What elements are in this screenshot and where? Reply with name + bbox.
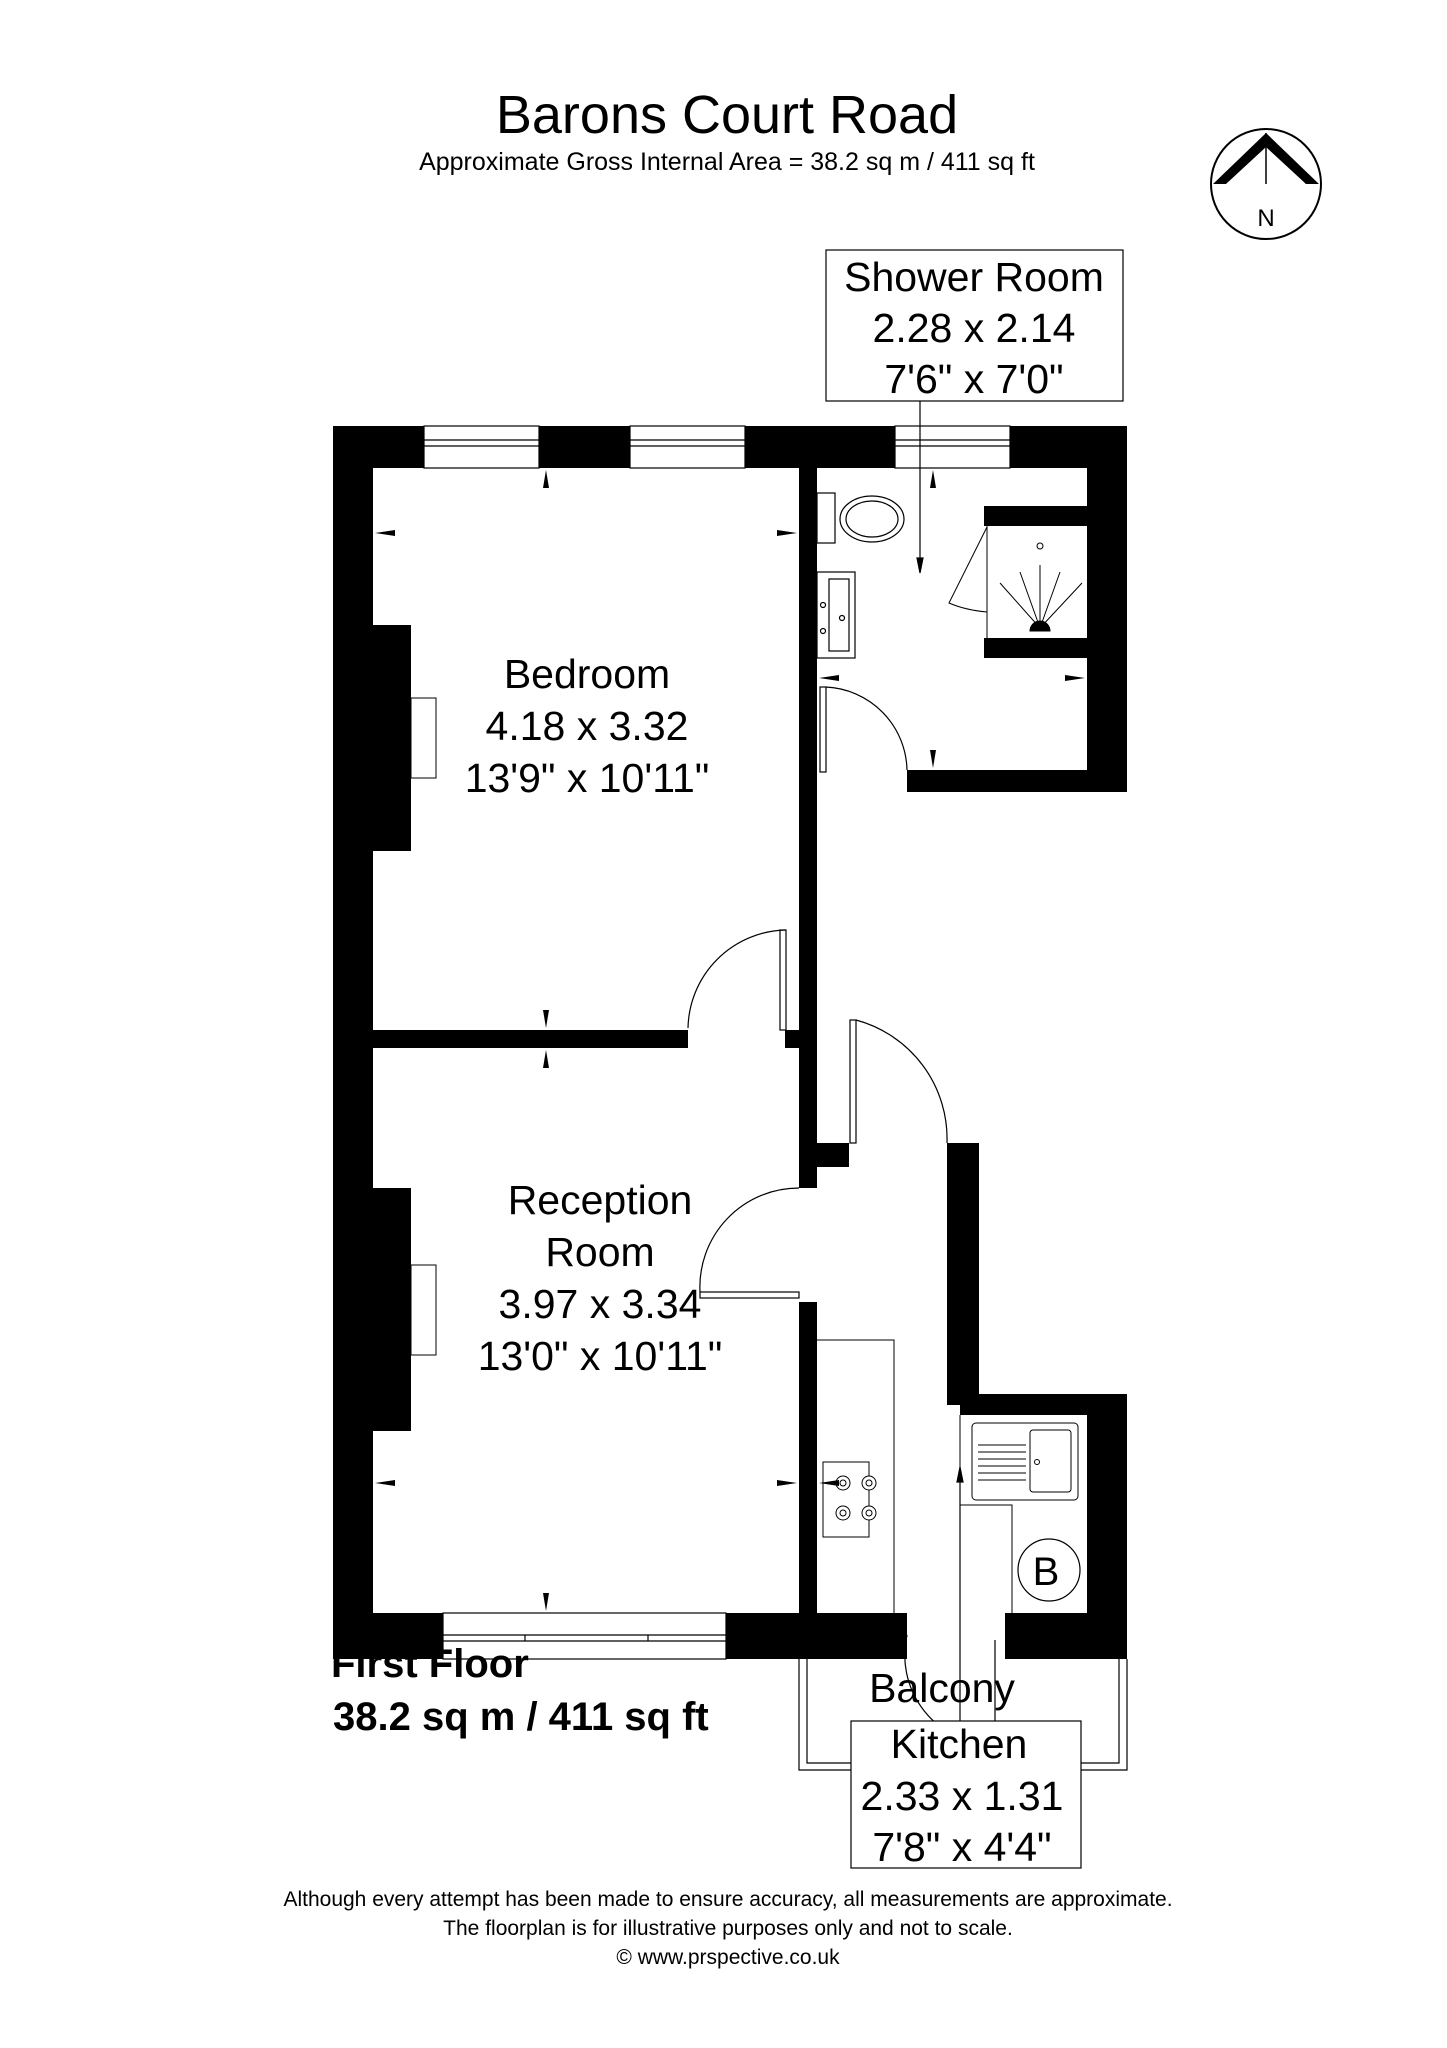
dimension-markers — [375, 470, 1085, 1611]
svg-text:4.18 x 3.32: 4.18 x 3.32 — [486, 703, 689, 749]
kitchen-label: Kitchen 2.33 x 1.31 7'8" x 4'4" — [850, 1720, 1082, 1870]
bedroom-label: Bedroom 4.18 x 3.32 13'9" x 10'11" — [465, 651, 710, 801]
floor-area: 38.2 sq m / 411 sq ft — [333, 1695, 709, 1739]
shower-icon — [948, 526, 1083, 638]
svg-text:7'8" x 4'4": 7'8" x 4'4" — [872, 1824, 1051, 1870]
floor-name: First Floor — [331, 1642, 529, 1686]
balcony-label: Balcony — [869, 1665, 1015, 1711]
plan-title: Barons Court Road — [496, 85, 958, 145]
svg-text:Bedroom: Bedroom — [504, 651, 670, 697]
disclaimer-line-1: Although every attempt has been made to … — [283, 1888, 1172, 1911]
svg-text:2.33 x 1.31: 2.33 x 1.31 — [861, 1773, 1064, 1819]
svg-text:Room: Room — [545, 1229, 654, 1275]
svg-text:7'6" x 7'0": 7'6" x 7'0" — [884, 356, 1063, 402]
disclaimer-line-2: The floorplan is for illustrative purpos… — [443, 1917, 1013, 1940]
shower-room-label: Shower Room 2.28 x 2.14 7'6" x 7'0" — [825, 249, 1124, 402]
sink-icon — [971, 1422, 1079, 1501]
svg-text:B: B — [1033, 1550, 1060, 1594]
doors — [687, 686, 996, 1746]
plan-subtitle: Approximate Gross Internal Area = 38.2 s… — [419, 148, 1035, 176]
copyright: © www.prspective.co.uk — [616, 1946, 840, 1969]
worktop — [817, 1339, 1013, 1613]
reception-label: Reception Room 3.97 x 3.34 13'0" x 10'11… — [478, 1177, 723, 1379]
fireplace — [410, 697, 437, 779]
svg-text:Reception: Reception — [508, 1177, 693, 1223]
svg-text:N: N — [1257, 205, 1274, 232]
svg-text:3.97 x 3.34: 3.97 x 3.34 — [499, 1281, 702, 1327]
hob-icon — [822, 1461, 877, 1538]
toilet-icon — [816, 492, 905, 544]
basin-icon — [816, 571, 856, 659]
windows — [423, 425, 1011, 1660]
svg-text:Kitchen: Kitchen — [891, 1721, 1028, 1767]
fireplace — [410, 1264, 437, 1356]
north-compass-icon: N — [1210, 128, 1322, 240]
label-leaders — [916, 401, 964, 1721]
svg-text:Shower Room: Shower Room — [844, 254, 1104, 300]
svg-text:13'9" x 10'11": 13'9" x 10'11" — [465, 755, 710, 801]
boiler-icon: B — [1017, 1538, 1081, 1602]
svg-text:13'0" x 10'11": 13'0" x 10'11" — [478, 1333, 723, 1379]
svg-text:2.28 x 2.14: 2.28 x 2.14 — [873, 305, 1076, 351]
